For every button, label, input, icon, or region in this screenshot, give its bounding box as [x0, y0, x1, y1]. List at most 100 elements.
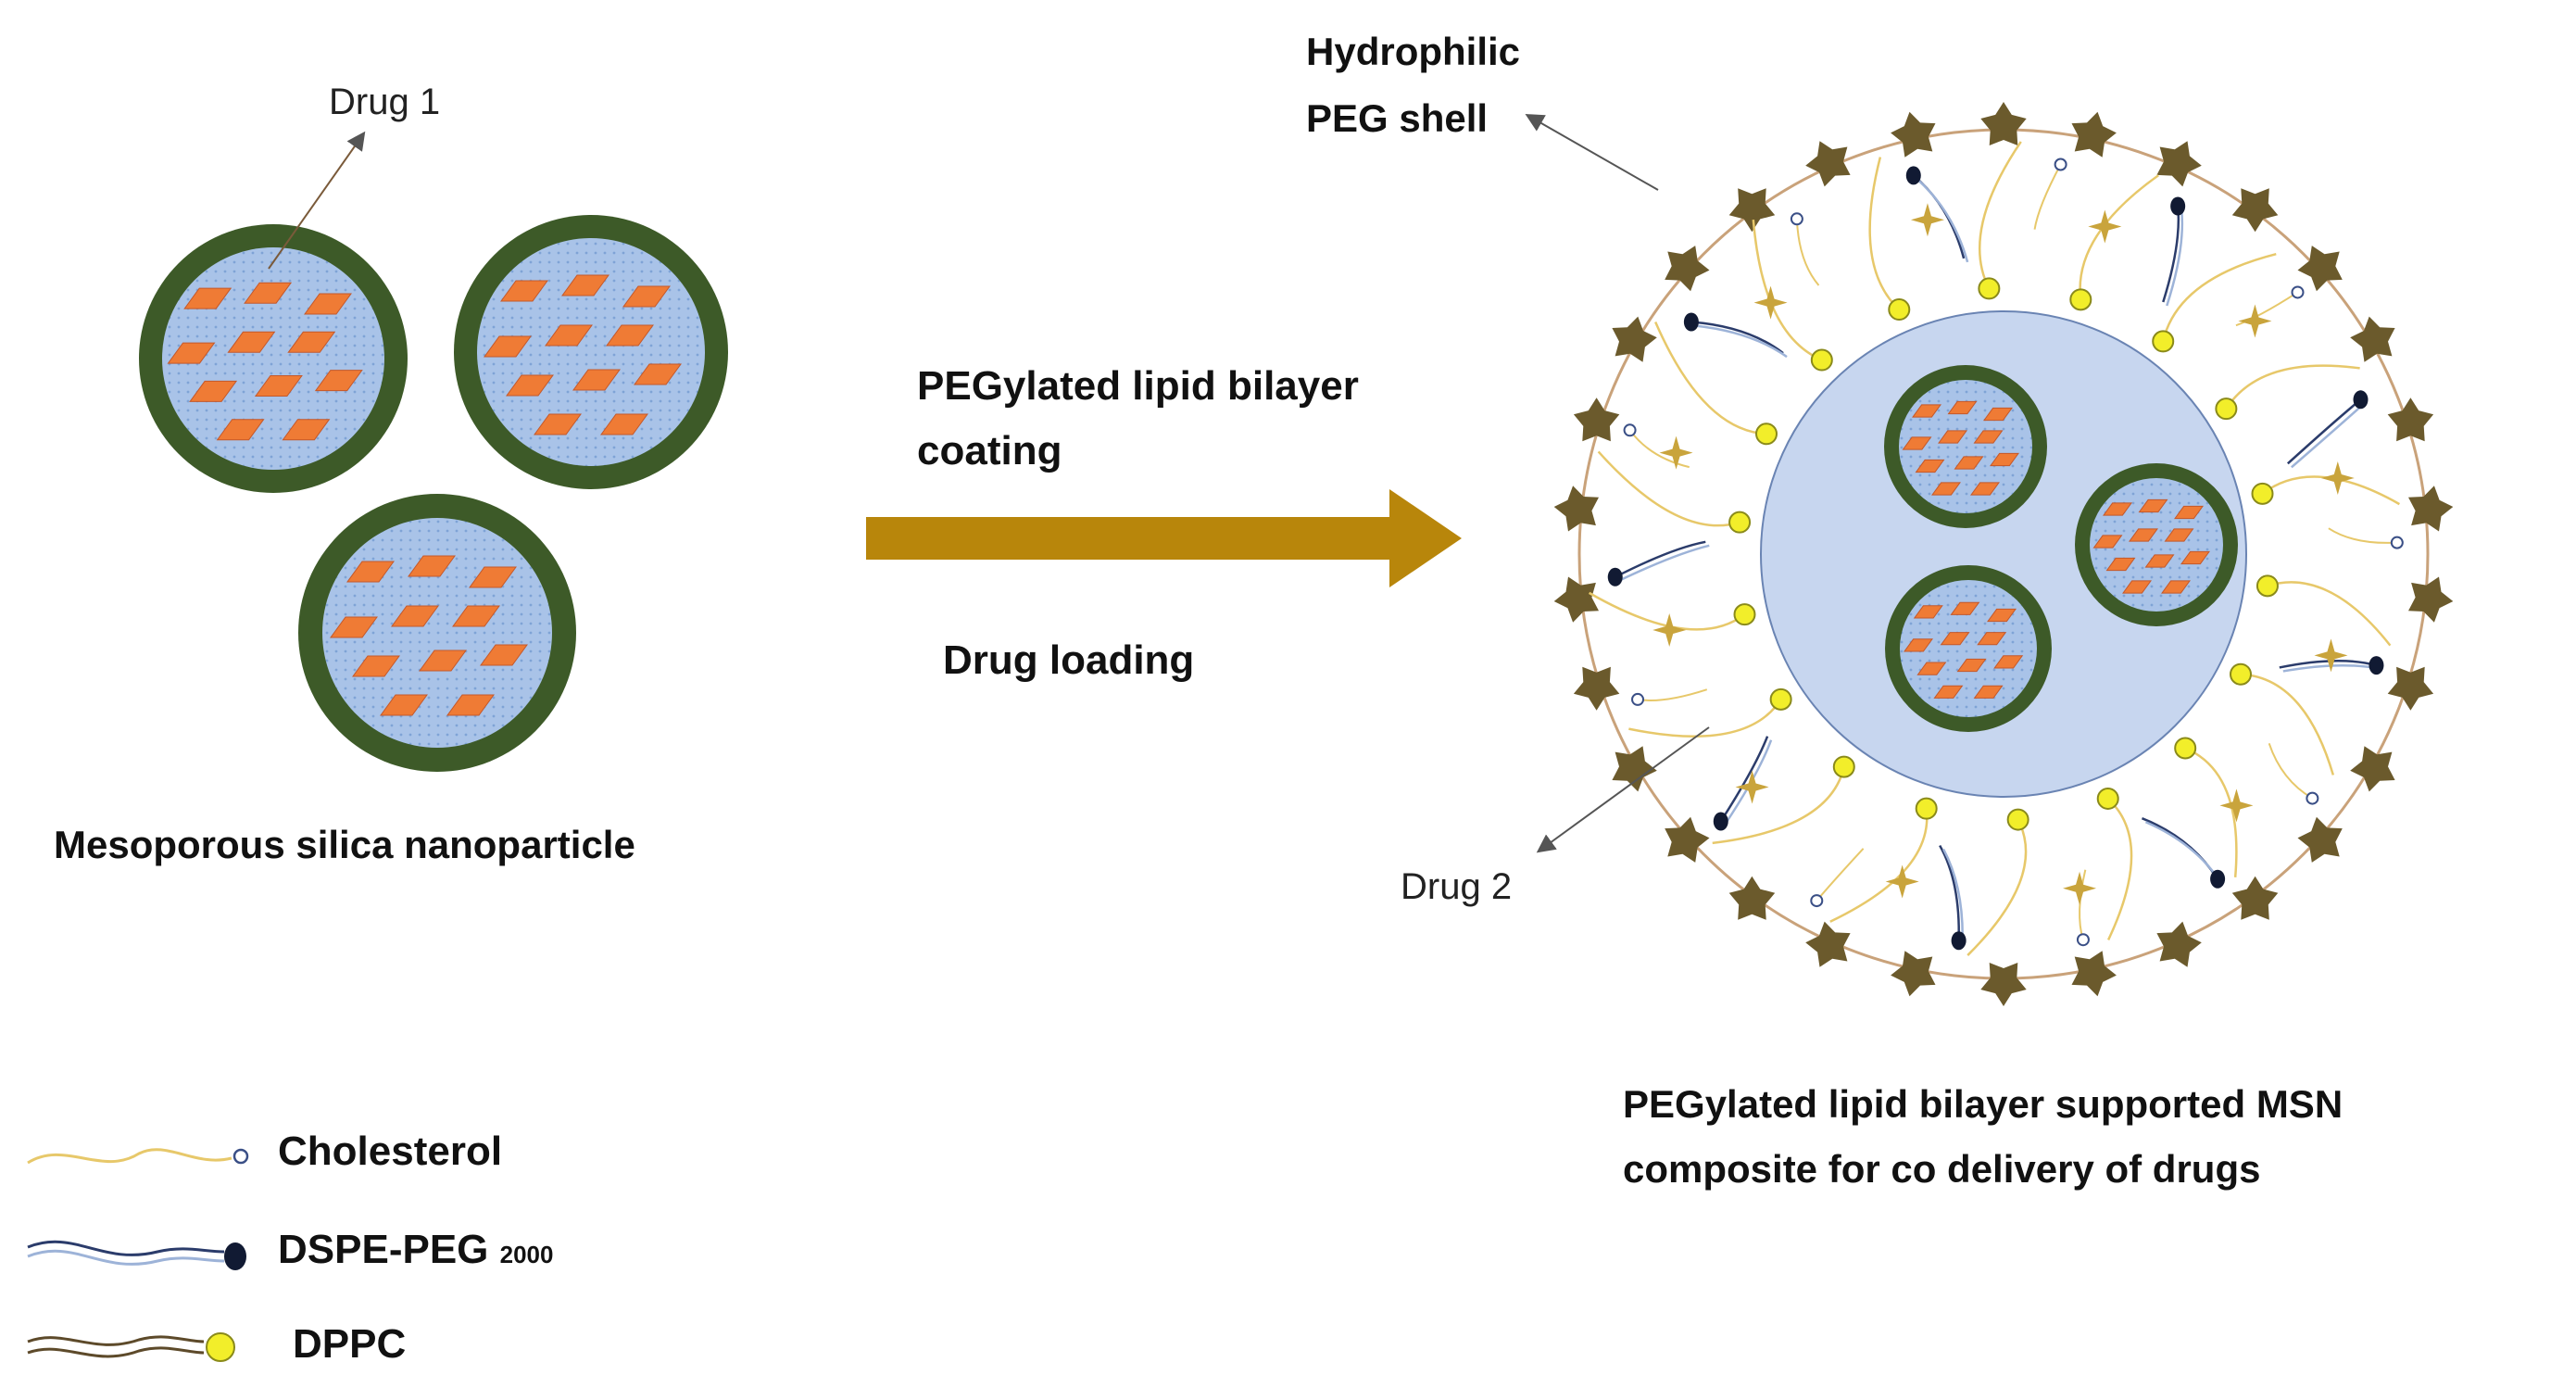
dspe-peg-tail: [1694, 324, 1788, 359]
drug1-crystal: [600, 413, 648, 435]
msn-particle-1: [139, 224, 408, 493]
drug1-label: Drug 1: [329, 82, 441, 122]
peg-blob: [1612, 316, 1657, 362]
drug1-crystal: [1973, 685, 2004, 699]
drug1-crystal: [419, 650, 467, 672]
dspe-peg-tail: [1942, 848, 1964, 945]
dppc-head: [1915, 797, 1938, 820]
dppc-tail: [2267, 581, 2392, 647]
drug1-cluster: [1902, 400, 2019, 496]
drug1-crystal: [2164, 528, 2194, 542]
drug1-crystal: [1954, 456, 1984, 470]
dspe-peg-head: [1713, 812, 1728, 831]
dspe-peg-head: [2353, 390, 2369, 410]
dspe-peg-head: [1607, 567, 1623, 586]
process-label-line2: coating: [917, 428, 1062, 473]
peg-blob: [1728, 876, 1776, 920]
drug1-crystal: [2122, 580, 2152, 594]
drug2-star: [1753, 285, 1788, 320]
drug2-star: [2088, 209, 2122, 244]
drug1-crystal: [1938, 430, 1967, 444]
dppc-tail: [2240, 673, 2335, 776]
dppc-head: [2152, 330, 2175, 353]
drug2-star: [1659, 435, 1693, 470]
peg-shell-label-line2: PEG shell: [1306, 96, 1489, 140]
drug1-crystal: [2174, 505, 2204, 520]
drug1-crystal: [352, 655, 400, 677]
drug1-crystal: [1940, 632, 1970, 646]
dspe-peg-head: [1905, 166, 1921, 185]
drug1-crystal: [606, 324, 654, 347]
inner-msn-3: [1885, 565, 2052, 732]
drug1-crystal: [1904, 638, 1933, 652]
cholesterol-head: [1623, 423, 1637, 437]
drug1-crystal: [189, 380, 238, 402]
drug1-crystal: [1977, 632, 2007, 646]
drug1-crystal: [500, 280, 548, 302]
dppc-head: [1832, 755, 1855, 778]
msn-group-left: [139, 131, 728, 772]
legend-label-dspe: DSPE-PEG 2000: [278, 1227, 553, 1273]
peg-blob: [2297, 246, 2343, 292]
cholesterol-head: [2054, 158, 2067, 171]
dppc-tail: [1967, 819, 2028, 956]
composite-caption-line2: composite for co delivery of drugs: [1623, 1147, 2261, 1191]
peg-blob: [1665, 246, 1710, 292]
dspe-peg-tail: [2166, 209, 2184, 307]
drug1-crystal: [1915, 459, 1945, 473]
drug1-crystal: [227, 331, 276, 353]
dppc-head: [1888, 298, 1911, 322]
peg-shell-blobs: [1553, 102, 2454, 1006]
drug2-star: [2219, 788, 2254, 823]
cholesterol-head: [2390, 536, 2404, 549]
peg-shell-pointer: [1525, 114, 1659, 191]
drug1-crystal: [167, 342, 216, 364]
drug1-crystal: [1912, 404, 1941, 418]
dppc-tail: [1654, 322, 1767, 435]
process-label-line1: PEGylated lipid bilayer: [917, 363, 1359, 409]
dppc-tail: [2225, 364, 2360, 410]
dppc-head: [1754, 423, 1778, 446]
peg-blob: [1573, 397, 1620, 442]
drug1-crystal: [254, 375, 303, 397]
lipid-bilayer-core: [1760, 310, 2247, 798]
drug1-crystal: [2138, 498, 2168, 513]
dppc-tail: [2162, 252, 2277, 342]
drug1-crystal: [1931, 482, 1961, 496]
cholesterol-head: [2306, 791, 2319, 805]
dppc-head: [2215, 397, 2238, 421]
msn-particle-2: [454, 215, 728, 489]
drug1-crystal: [2103, 502, 2132, 516]
cholesterol-head: [2076, 933, 2090, 947]
dspe-peg-head: [2210, 869, 2226, 889]
drug2-star: [1652, 613, 1687, 648]
drug1-crystal: [314, 370, 363, 392]
legend-item-dppc: DPPC: [19, 1314, 667, 1379]
drug1-crystal: [183, 287, 232, 309]
peg-blob: [2071, 951, 2117, 997]
drug1-crystal: [244, 282, 293, 304]
drug1-cluster: [484, 274, 682, 435]
peg-blob: [2350, 316, 2395, 362]
cholesterol-tail: [2328, 527, 2397, 544]
dspe-peg-tail: [1719, 736, 1769, 823]
drug1-crystal: [1916, 662, 1947, 675]
drug1-crystal: [2092, 535, 2123, 549]
drug1-crystal: [2161, 580, 2191, 594]
dspe-peg-tail: [1939, 844, 1960, 941]
drug2-star: [1910, 203, 1944, 237]
dspe-peg-icon: [27, 1240, 246, 1270]
drug1-crystal: [287, 331, 336, 353]
composite-caption-line1: PEGylated lipid bilayer supported MSN: [1623, 1082, 2344, 1126]
drug1-crystal: [1933, 685, 1964, 699]
drug2-star: [1735, 770, 1769, 804]
dspe-peg-tail: [1615, 540, 1706, 578]
composite-particle: [1525, 102, 2454, 1006]
cholesterol-tail: [1795, 219, 1820, 286]
process-arrow: [866, 489, 1462, 587]
drug1-crystal: [484, 335, 532, 358]
cholesterol-tail: [2033, 164, 2062, 230]
drug1-crystal: [561, 274, 609, 296]
dppc-tail: [2106, 798, 2133, 940]
